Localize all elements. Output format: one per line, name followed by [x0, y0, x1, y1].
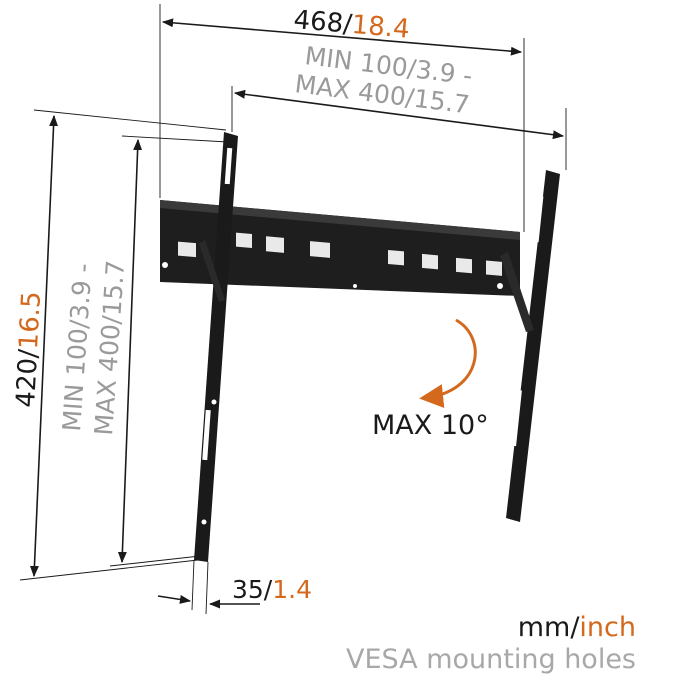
units-legend: mm/inch [518, 612, 636, 643]
tilt-label: MAX 10° [372, 410, 489, 441]
left-tv-arm [194, 132, 238, 562]
width-in: 18.4 [351, 10, 411, 45]
units-inch: inch [579, 612, 636, 643]
vesa-caption: VESA mounting holes [346, 644, 636, 675]
right-tv-arm [500, 170, 560, 522]
width-mm: 468/ [292, 5, 353, 40]
height-dimension [19, 109, 227, 581]
vesa-horizontal-dimension [231, 86, 567, 170]
width-label: 468/18.4 [292, 5, 410, 45]
height-in: 16.5 [14, 291, 47, 350]
height-label: 420/16.5 [11, 291, 47, 409]
height-mm: 420/ [11, 348, 44, 408]
units-mm: mm/ [517, 612, 580, 643]
depth-in: 1.4 [272, 575, 312, 604]
vesa-vertical-dimension [109, 135, 229, 567]
tilt-arrow [419, 318, 477, 408]
depth-mm: 35/ [232, 575, 273, 604]
wall-plate [160, 200, 520, 296]
depth-label: 35/1.4 [232, 575, 312, 604]
depth-dimension [157, 559, 260, 615]
